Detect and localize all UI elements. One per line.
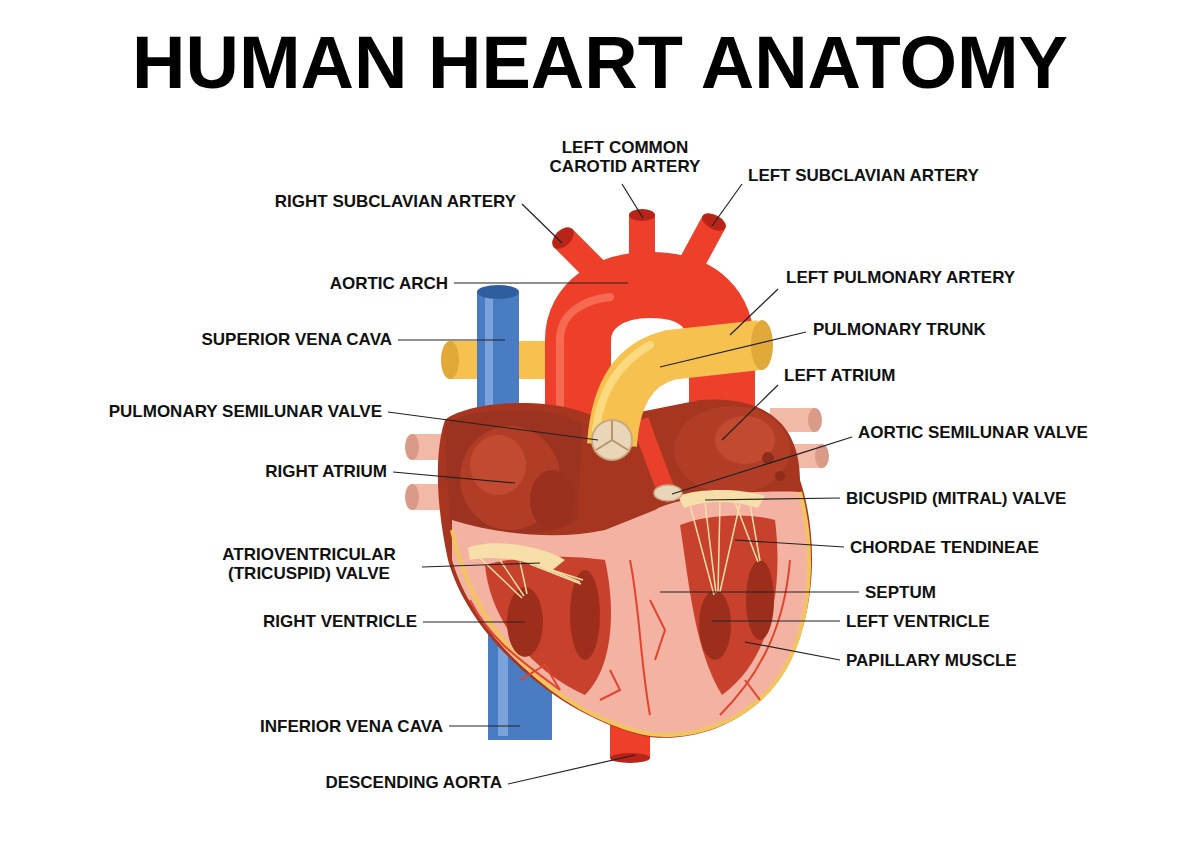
- part-label: PAPILLARY MUSCLE: [846, 651, 1017, 670]
- title-text: HUMAN HEART ANATOMY: [0, 20, 1200, 105]
- valves: [468, 485, 765, 598]
- part-label: DESCENDING AORTA: [325, 773, 502, 792]
- part-label: RIGHT SUBCLAVIAN ARTERY: [275, 192, 516, 211]
- part-label: LEFT ATRIUM: [784, 366, 895, 385]
- part-label: ATRIOVENTRICULAR (TRICUSPID) VALVE: [202, 545, 417, 583]
- part-label: AORTIC ARCH: [330, 274, 448, 293]
- part-label: LEFT PULMONARY ARTERY: [786, 268, 1015, 287]
- part-label: CHORDAE TENDINEAE: [850, 538, 1039, 557]
- part-label: INFERIOR VENA CAVA: [260, 717, 443, 736]
- part-label: SUPERIOR VENA CAVA: [202, 330, 393, 349]
- part-label: LEFT COMMON CAROTID ARTERY: [530, 138, 720, 176]
- part-label: PULMONARY TRUNK: [813, 320, 986, 339]
- superior-vena-cava: [477, 285, 519, 422]
- part-label: LEFT VENTRICLE: [846, 612, 990, 631]
- heart-body: [438, 399, 812, 737]
- pulmonary-trunk: [592, 320, 773, 460]
- part-label: RIGHT ATRIUM: [265, 462, 387, 481]
- part-label: RIGHT VENTRICLE: [263, 612, 417, 631]
- ventricle-section: [452, 492, 809, 735]
- part-label: PULMONARY SEMILUNAR VALVE: [109, 402, 382, 421]
- part-label: BICUSPID (MITRAL) VALVE: [846, 489, 1066, 508]
- part-label: AORTIC SEMILUNAR VALVE: [858, 423, 1088, 442]
- part-label: LEFT SUBCLAVIAN ARTERY: [748, 166, 979, 185]
- part-label: SEPTUM: [865, 583, 936, 602]
